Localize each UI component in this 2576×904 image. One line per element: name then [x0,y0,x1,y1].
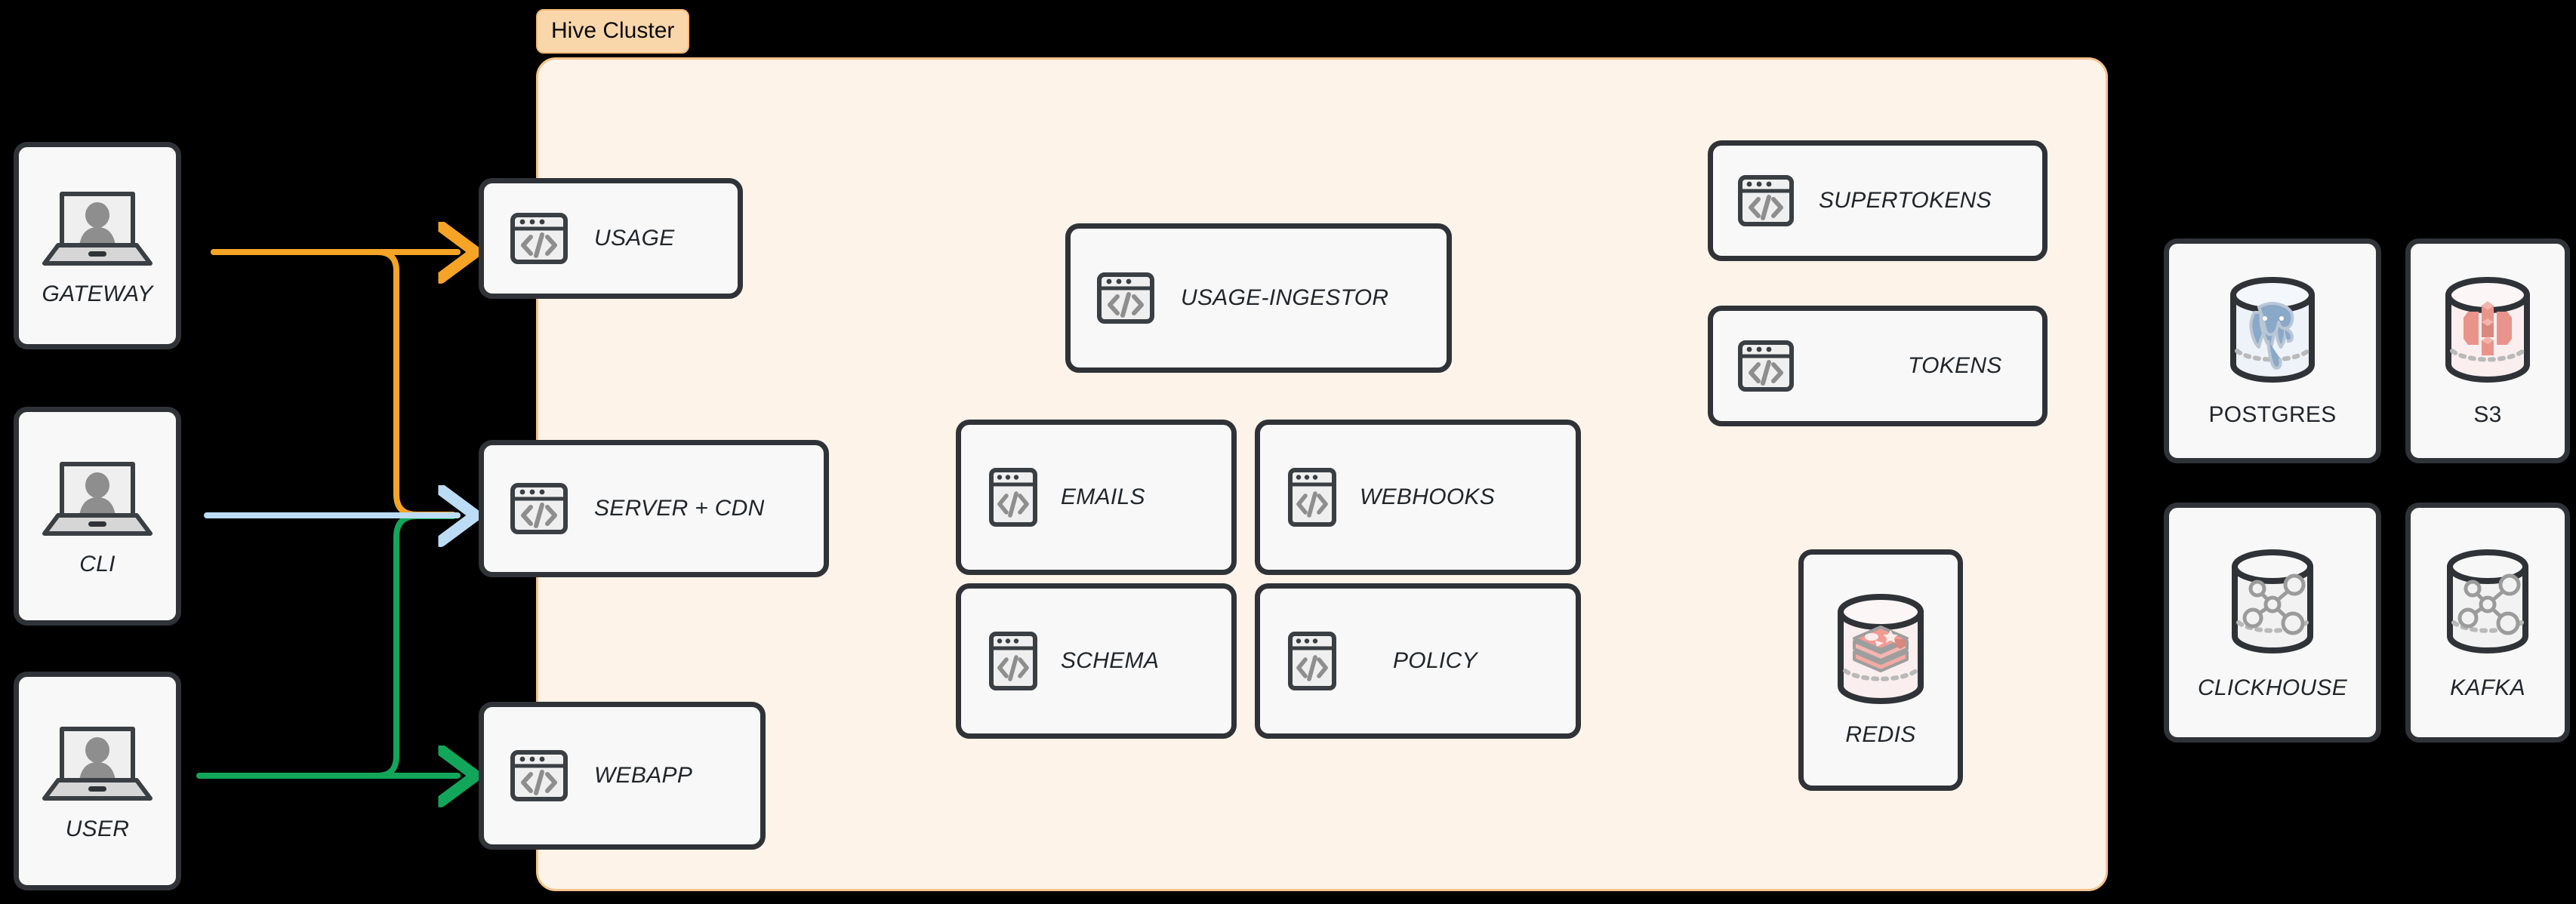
node-supertokens-label: SUPERTOKENS [1819,188,1992,213]
hive-cluster-label: Hive Cluster [536,9,690,54]
postgres-cylinder-icon [2220,274,2325,387]
redis-cylinder-icon [1829,592,1933,706]
node-schema-label: SCHEMA [1061,648,1160,673]
node-usage[interactable]: USAGE [479,178,743,299]
node-server-cdn[interactable]: SERVER + CDN [479,440,829,577]
node-webapp[interactable]: WEBAPP [479,702,766,850]
node-usage-ingestor-label: USAGE-INGESTOR [1181,285,1389,310]
laptop-user-icon [42,455,153,540]
node-policy-label: POLICY [1393,648,1478,673]
edge-gateway-server-cdn [211,249,456,518]
code-window-icon [1737,171,1795,230]
code-window-icon [1287,629,1337,693]
laptop-user-icon [42,720,153,804]
code-window-icon [510,479,569,538]
node-schema[interactable]: SCHEMA [956,583,1237,739]
edge-user-server-cdn [211,513,456,779]
node-postgres[interactable]: POSTGRES [2164,238,2381,463]
node-clickhouse[interactable]: CLICKHOUSE [2164,503,2381,743]
node-usage-ingestor[interactable]: USAGE-INGESTOR [1065,223,1452,373]
node-webhooks[interactable]: WEBHOOKS [1255,420,1581,575]
node-policy[interactable]: POLICY [1255,583,1581,739]
node-clickhouse-label: CLICKHOUSE [2197,675,2348,700]
node-emails-label: EMAILS [1061,484,1145,509]
laptop-user-icon [42,185,153,269]
code-window-icon [510,209,569,268]
node-usage-label: USAGE [594,226,675,251]
code-window-icon [988,466,1038,529]
node-s3[interactable]: S3 [2405,238,2570,463]
node-webhooks-label: WEBHOOKS [1360,484,1496,509]
node-server-cdn-label: SERVER + CDN [594,496,765,521]
node-emails[interactable]: EMAILS [956,420,1237,575]
code-window-icon [1096,269,1155,327]
clickhouse-cylinder-icon [2220,544,2325,659]
node-webapp-label: WEBAPP [594,763,693,788]
node-cli-label: CLI [79,552,116,577]
node-gateway-label: GATEWAY [42,281,153,306]
node-tokens-label: TOKENS [1908,353,2002,378]
s3-cylinder-icon [2435,274,2541,387]
node-kafka-label: KAFKA [2450,675,2525,700]
node-cli[interactable]: CLI [14,407,181,626]
node-redis-label: REDIS [1845,722,1916,747]
kafka-cylinder-icon [2435,544,2541,659]
node-supertokens[interactable]: SUPERTOKENS [1708,140,2048,261]
code-window-icon [1737,337,1795,395]
node-kafka[interactable]: KAFKA [2405,503,2570,743]
node-redis[interactable]: REDIS [1798,549,1963,791]
node-gateway[interactable]: GATEWAY [14,142,181,349]
node-postgres-label: POSTGRES [2208,402,2337,427]
node-user-label: USER [65,816,130,841]
node-tokens[interactable]: TOKENS [1708,306,2048,426]
code-window-icon [510,746,569,805]
node-user[interactable]: USER [14,672,181,890]
code-window-icon [1287,466,1337,529]
node-s3-label: S3 [2473,402,2502,427]
code-window-icon [988,629,1038,693]
